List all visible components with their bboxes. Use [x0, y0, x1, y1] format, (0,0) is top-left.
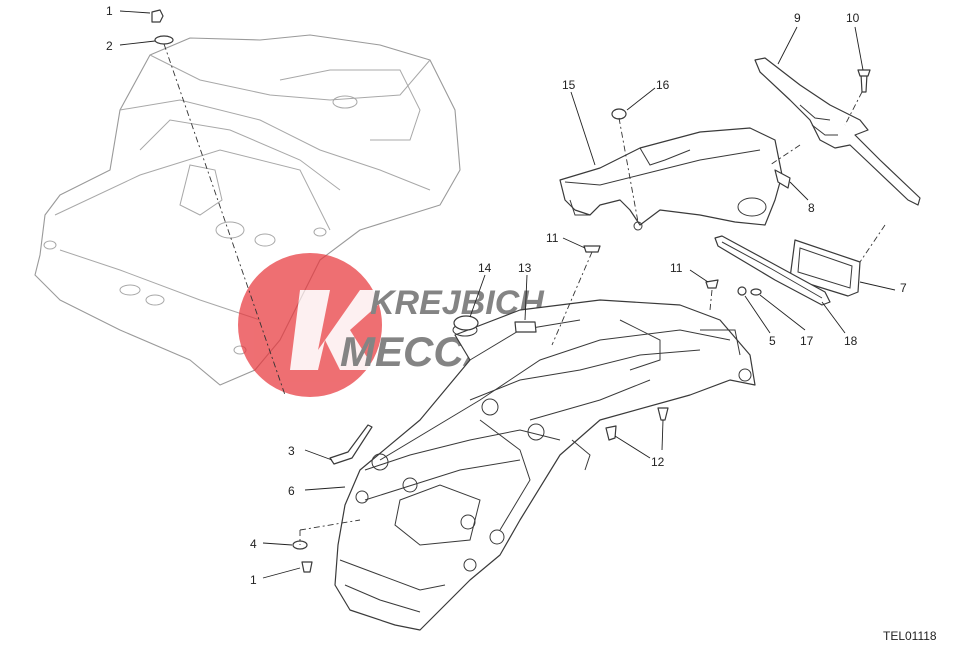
tail-body-part: [34, 34, 461, 386]
callout-10: 10: [846, 11, 860, 25]
rear-hugger-part: [559, 127, 783, 231]
alignment-lines: [163, 43, 886, 545]
callout-14: 14: [478, 261, 492, 275]
callout-11-right: 11: [670, 261, 683, 275]
callout-8: 8: [808, 201, 815, 215]
callout-9: 9: [794, 11, 801, 25]
rear-mudguard-part: [334, 299, 756, 631]
reflector-part: [714, 235, 831, 306]
callout-2: 2: [106, 39, 113, 53]
callout-1-bottom: 1: [250, 573, 257, 587]
callout-13: 13: [518, 261, 532, 275]
callout-7: 7: [900, 281, 907, 295]
plate-bracket-part: [754, 57, 921, 206]
callout-labels: 1 2 9 10 15 16 8 11 13 14 11 7 5 17 18 3…: [106, 4, 907, 587]
callout-16: 16: [656, 78, 670, 92]
leader-lines: [119, 10, 896, 579]
callout-1-top: 1: [106, 4, 113, 18]
callout-11-left: 11: [546, 231, 559, 245]
callout-6: 6: [288, 484, 295, 498]
callout-4: 4: [250, 537, 257, 551]
reference-code: TEL01118: [883, 629, 937, 643]
callout-15: 15: [562, 78, 576, 92]
callout-3: 3: [288, 444, 295, 458]
callout-17: 17: [800, 334, 814, 348]
callout-5: 5: [769, 334, 776, 348]
watermark-k-glyph: [290, 290, 395, 370]
callout-18: 18: [844, 334, 858, 348]
callout-12: 12: [651, 455, 665, 469]
